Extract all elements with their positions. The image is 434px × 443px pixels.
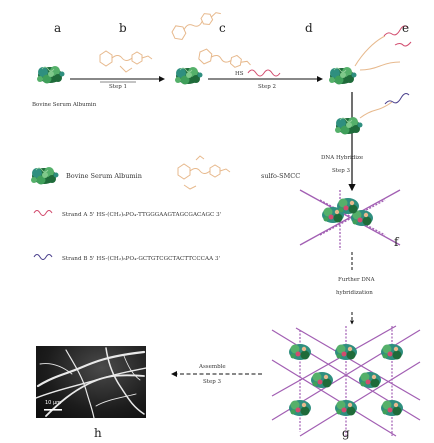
- bsa-dna-d: [328, 66, 357, 85]
- step3-vertical-label: Step 3: [332, 168, 351, 174]
- scale-bar-label: 10 μm: [45, 400, 62, 406]
- linker-b: [99, 50, 153, 67]
- panel-label-e: e: [402, 21, 410, 35]
- step2-label: Step 2: [258, 84, 277, 90]
- bsa-dna-right: [334, 116, 363, 135]
- hybridization-label: hybridization: [336, 290, 373, 296]
- panel-label-c: c: [219, 21, 226, 35]
- step1-label: Step 1: [109, 84, 128, 90]
- dna-lattice-g: [271, 325, 421, 437]
- bsa-protein-a: [36, 65, 65, 84]
- step3-horizontal-label: Step 3: [203, 379, 222, 385]
- panel-label-g: g: [342, 426, 350, 440]
- legend-bsa-icon: [30, 166, 59, 185]
- panel-label-d: d: [305, 21, 313, 35]
- legend-linker-icon: [177, 163, 231, 180]
- strand-b-icon: [33, 254, 53, 260]
- micrograph-h: 10 μm: [36, 346, 146, 418]
- further-dna-label: Further DNA: [338, 277, 375, 283]
- panel-label-b: b: [119, 21, 127, 35]
- legend-smcc-label: sulfo-SMCC: [261, 172, 301, 180]
- legend-bsa-label: Bovine Serum Albumin: [66, 172, 142, 180]
- bsa-caption: Bovine Serum Albumin: [32, 102, 97, 108]
- bsa-linker-c: [174, 66, 203, 85]
- panel-label-f: f: [394, 235, 399, 249]
- panel-label-a: a: [54, 21, 62, 35]
- strand-a-icon: [33, 210, 53, 216]
- panel-label-h: h: [94, 426, 102, 440]
- assemble-label: Assemble: [199, 364, 226, 370]
- hs-label: HS: [235, 71, 244, 77]
- strand-a-label: Strand A 5' HS-(CH₂)₆PO₄-TTGGGAAGTAGCGAC…: [62, 212, 222, 218]
- dna-hybridize-label: DNA Hybridize: [321, 155, 364, 161]
- strand-b-label: Strand B 5' HS-(CH₂)₆PO₄-GCTGTCGCTACTTCC…: [62, 256, 221, 262]
